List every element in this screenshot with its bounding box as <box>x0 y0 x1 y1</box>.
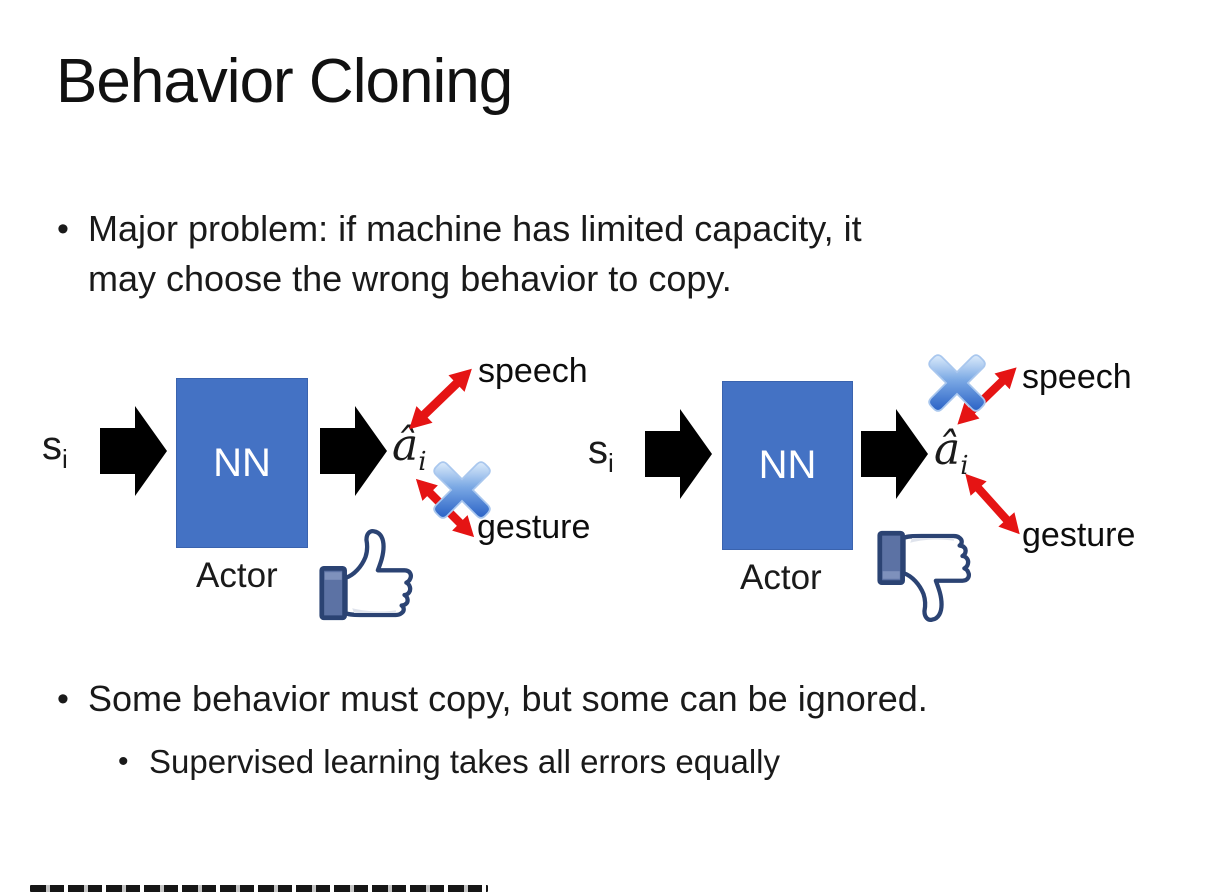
left-cross-out-icon <box>428 456 496 524</box>
right-output-label: âi <box>934 424 969 481</box>
left-output-base: â <box>392 420 419 471</box>
right-actor-label: Actor <box>740 558 822 597</box>
right-output-base: â <box>934 424 961 475</box>
left-input-base: s <box>42 424 62 468</box>
bullet-major-problem-text: Major problem: if machine has limited ca… <box>88 204 862 304</box>
bullet-some-behavior-text: Some behavior must copy, but some can be… <box>88 678 928 719</box>
bullet-some-behavior: • Some behavior must copy, but some can … <box>57 674 1157 724</box>
bullet-marker: • <box>57 680 69 718</box>
left-nn-box: NN <box>176 378 308 548</box>
bullet-major-problem: • Major problem: if machine has limited … <box>57 204 1097 304</box>
right-nn-box: NN <box>722 381 853 550</box>
bullet-supervised: • Supervised learning takes all errors e… <box>118 739 1118 785</box>
left-speech-label: speech <box>478 352 588 390</box>
bullet-line-1: Major problem: if machine has limited ca… <box>88 208 862 249</box>
left-output-sub: i <box>418 446 427 477</box>
bullet-line-2: may choose the wrong behavior to copy. <box>88 258 732 299</box>
left-arrow-output-icon <box>317 404 391 498</box>
left-output-label: âi <box>392 420 427 477</box>
left-actor-label: Actor <box>196 556 278 595</box>
right-arrow-input-icon <box>645 407 713 501</box>
bullet-marker: • <box>57 210 69 248</box>
left-input-label: si <box>42 424 68 475</box>
left-nn-label: NN <box>213 440 271 485</box>
bullet-marker: • <box>118 745 129 778</box>
right-arrow-output-icon <box>859 407 931 501</box>
left-input-sub: i <box>62 444 68 474</box>
left-speech-arrow-icon <box>399 358 482 440</box>
left-arrow-input-icon <box>100 404 168 498</box>
right-gesture-arrow-icon <box>954 464 1030 544</box>
bullet-supervised-text: Supervised learning takes all errors equ… <box>149 743 780 780</box>
right-speech-label: speech <box>1022 358 1132 396</box>
thumbs-down-icon <box>876 526 990 624</box>
right-output-sub: i <box>960 450 969 481</box>
right-input-base: s <box>588 428 608 472</box>
right-gesture-label: gesture <box>1022 516 1136 554</box>
right-cross-out-icon <box>923 349 991 417</box>
page-title: Behavior Cloning <box>56 47 513 116</box>
right-speech-arrow-icon <box>947 357 1027 435</box>
cutoff-text-remnant <box>30 885 488 892</box>
right-input-sub: i <box>608 448 614 478</box>
right-input-label: si <box>588 428 614 479</box>
thumbs-up-icon <box>318 528 432 624</box>
left-gesture-label: gesture <box>477 508 591 546</box>
right-nn-label: NN <box>758 443 817 487</box>
